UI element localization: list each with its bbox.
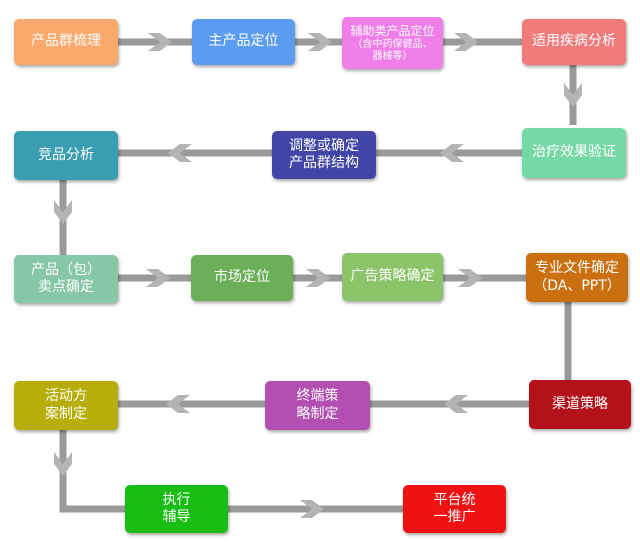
node-advertising-strategy: 广告策略确定 bbox=[342, 253, 443, 301]
chevron-down-icon bbox=[54, 200, 72, 224]
node-terminal-strategy: 终端策 略制定 bbox=[265, 381, 370, 430]
chevron-down-icon bbox=[564, 83, 582, 107]
node-activity-plan: 活动方 案制定 bbox=[14, 381, 118, 430]
chevron-right-icon bbox=[300, 500, 324, 518]
chevron-right-icon bbox=[148, 33, 172, 51]
chevron-right-icon bbox=[458, 269, 482, 287]
line-n14-n15 bbox=[59, 430, 125, 513]
node-market-positioning: 市场定位 bbox=[191, 255, 293, 301]
chevron-right-icon bbox=[454, 33, 478, 51]
node-selling-point-confirmation: 产品（包） 卖点确定 bbox=[14, 255, 118, 303]
chevron-down-icon bbox=[54, 452, 72, 476]
chevron-right-icon bbox=[146, 269, 170, 287]
node-execution-guidance: 执行 辅导 bbox=[125, 485, 228, 533]
node-indication-analysis: 适用疾病分析 bbox=[522, 19, 626, 65]
chevron-right-icon bbox=[308, 33, 332, 51]
chevron-left-icon bbox=[444, 395, 468, 413]
chevron-right-icon bbox=[306, 269, 330, 287]
node-professional-documents: 专业文件确定 （DA、PPT） bbox=[526, 253, 628, 302]
node-main-product-positioning: 主产品定位 bbox=[192, 19, 295, 65]
chevron-arrows bbox=[54, 33, 582, 518]
chevron-left-icon bbox=[166, 395, 190, 413]
chevron-left-icon bbox=[168, 144, 192, 162]
node-competitor-analysis: 竞品分析 bbox=[14, 131, 118, 180]
node-adjust-product-group-structure: 调整或确定 产品群结构 bbox=[272, 131, 376, 179]
node-channel-strategy: 渠道策略 bbox=[529, 380, 631, 429]
node-auxiliary-product-positioning: 辅助类产品定位 （含中药保健品、 器械等） bbox=[342, 17, 443, 69]
node-efficacy-verification: 治疗效果验证 bbox=[522, 128, 626, 178]
node-unified-platform-promotion: 平台统 一推广 bbox=[403, 485, 506, 533]
node-product-group-review: 产品群梳理 bbox=[14, 19, 118, 65]
chevron-left-icon bbox=[440, 144, 464, 162]
